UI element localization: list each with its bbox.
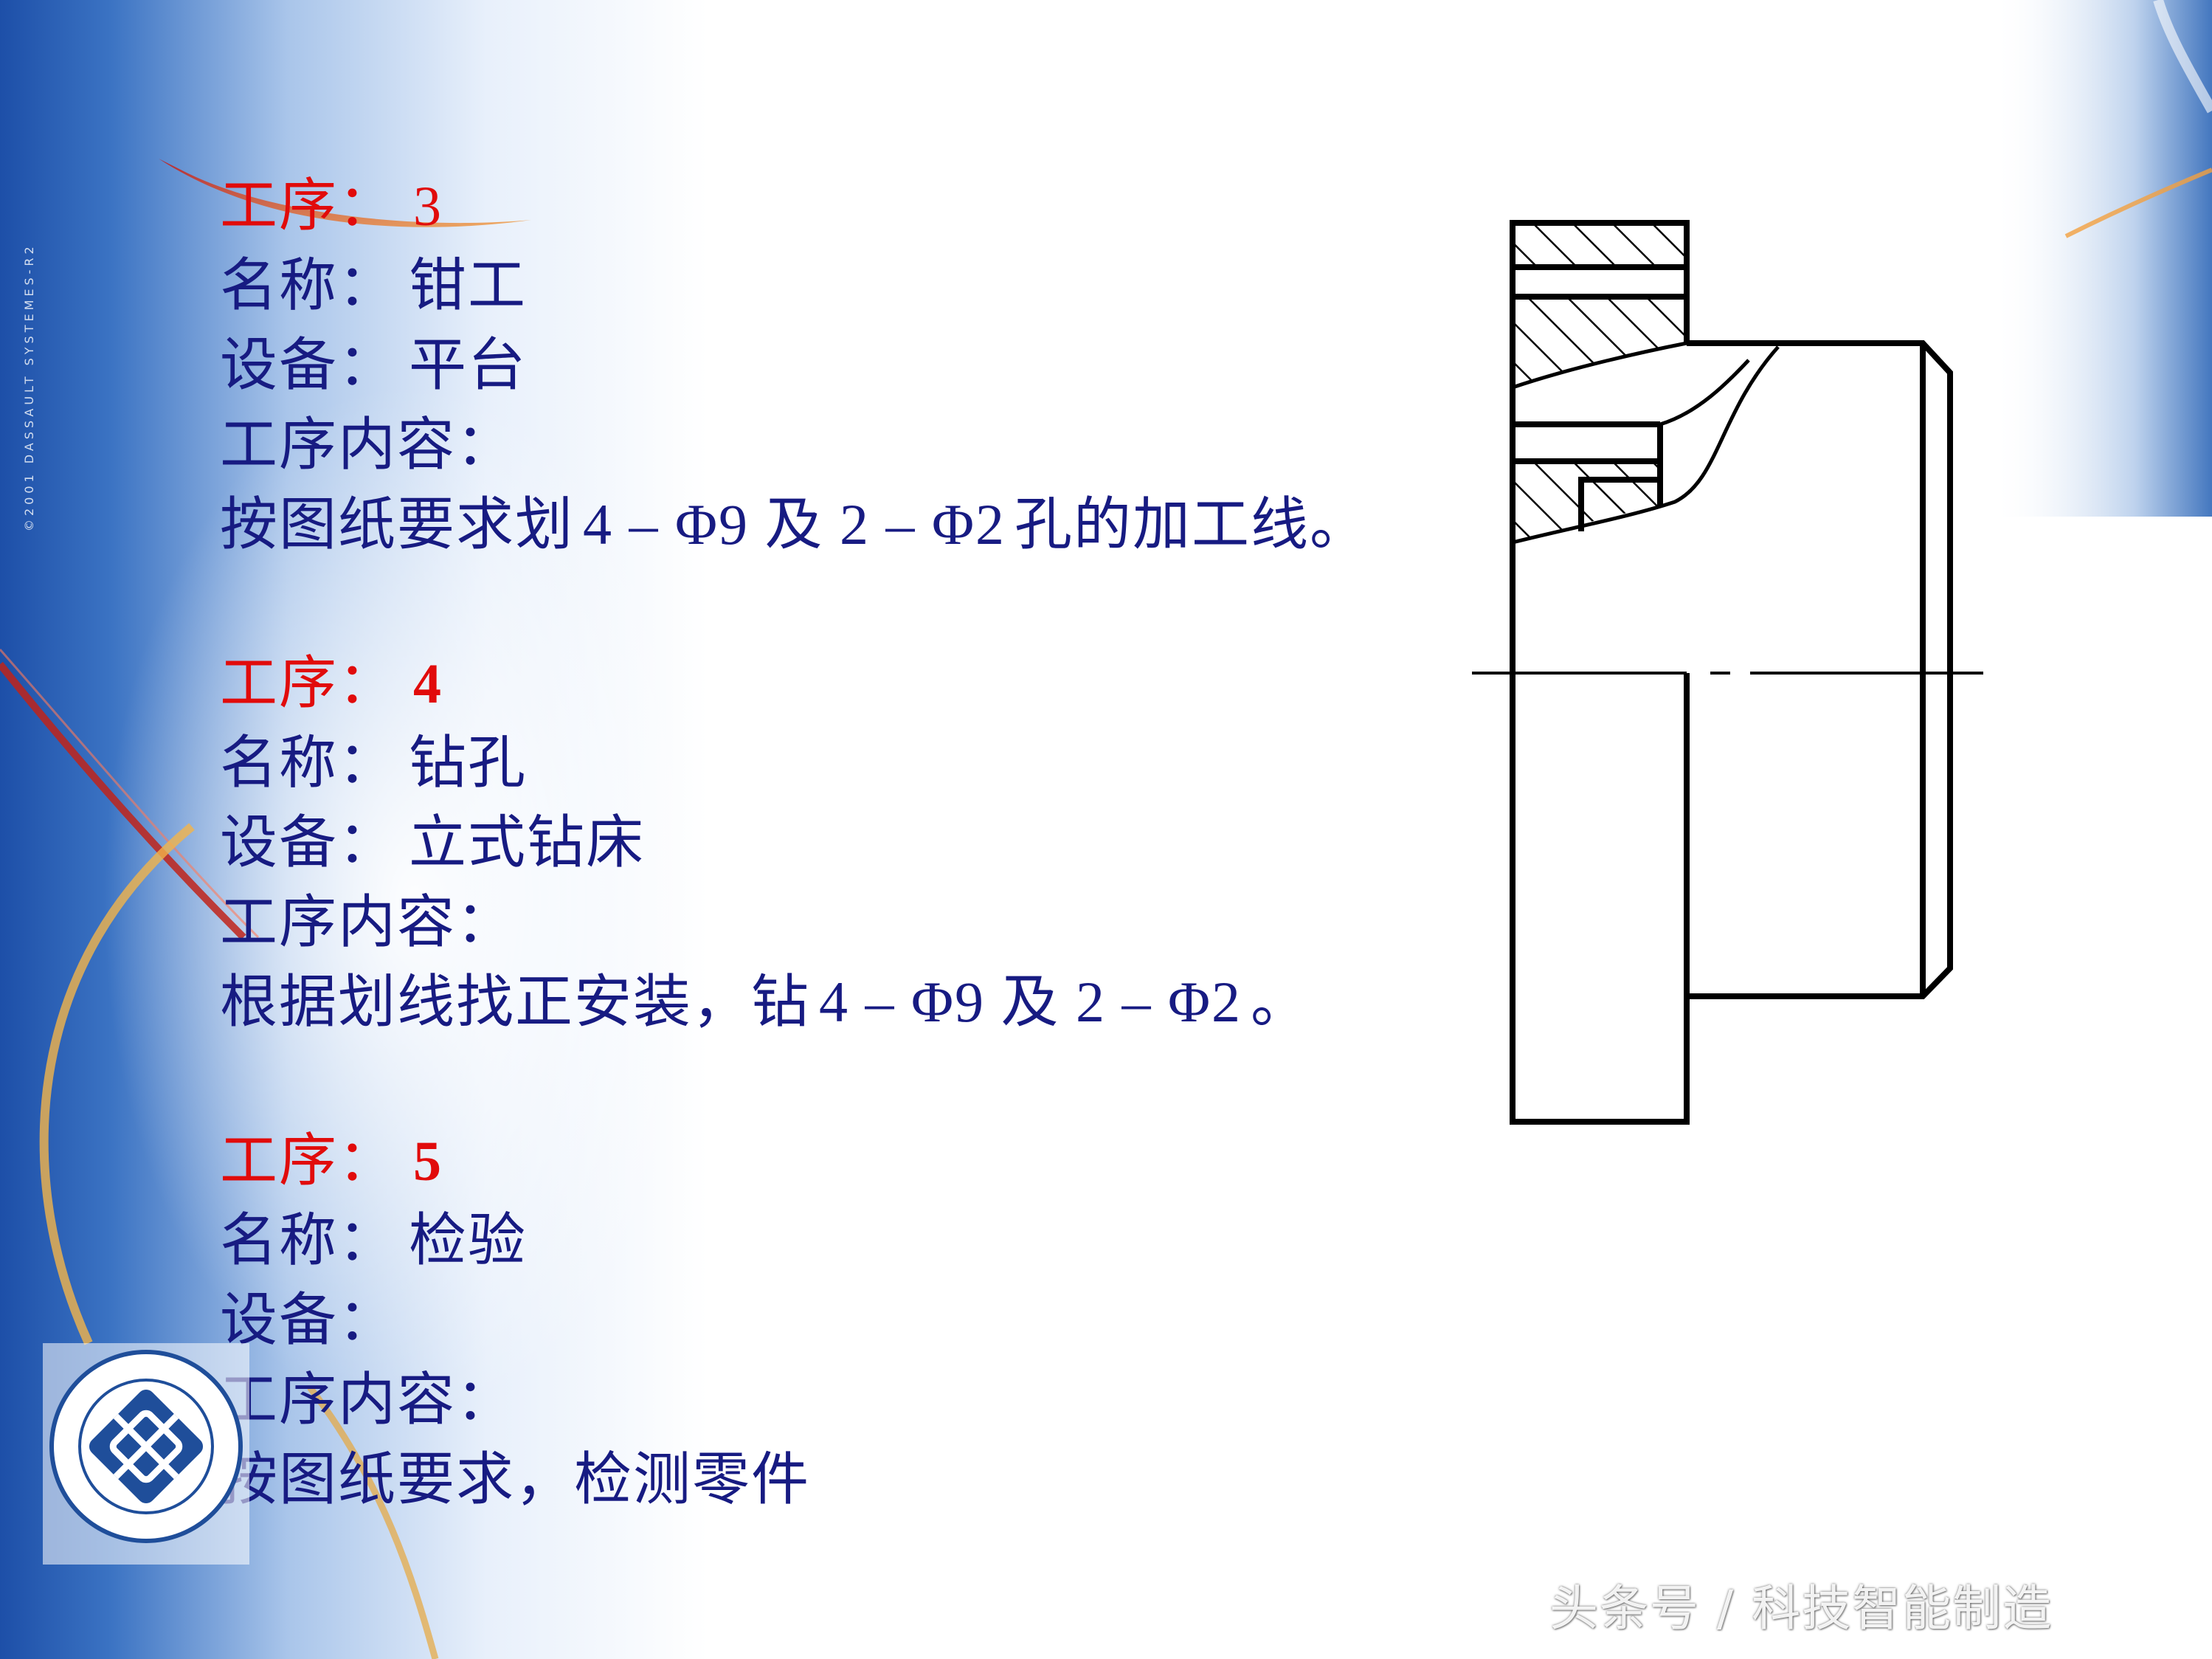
name-row: 名称：钻孔 <box>220 723 1430 803</box>
name-value: 检验 <box>409 1207 528 1274</box>
content-label: 工序内容： <box>220 889 516 956</box>
name-row: 名称：检验 <box>220 1201 1430 1280</box>
name-label: 名称： <box>220 730 398 796</box>
equipment-label: 设备： <box>220 1287 398 1353</box>
content-row: 按图纸要求，检测零件 <box>220 1440 1430 1520</box>
equipment-row: 设备：立式钻床 <box>220 803 1430 883</box>
part-section-drawing <box>1472 220 1983 1125</box>
content-text: 根据划线找正安装，钻 <box>220 969 811 1035</box>
name-label: 名称： <box>220 1207 398 1274</box>
content-text: 按图纸要求，检测零件 <box>220 1446 811 1513</box>
copyright-side-text: ©2001 DASSAULT SYSTEMES-R2 <box>22 243 36 531</box>
process-number: 5 <box>413 1131 443 1193</box>
equipment-value: 平台 <box>409 332 528 399</box>
process-label: 工序： <box>220 1128 398 1194</box>
process-heading: 工序：3 <box>220 166 1430 246</box>
content-tail: 孔的加工线。 <box>1015 492 1369 558</box>
content-text: 按图纸要求划 <box>220 492 575 558</box>
name-value: 钳工 <box>409 252 528 319</box>
process-number: 4 <box>413 653 443 715</box>
equipment-value: 立式钻床 <box>409 810 646 876</box>
content-formula: 4 – Φ9 及 2 – Φ2 <box>583 492 1006 556</box>
watermark-text: 头条号 / 科技智能制造 <box>1549 1580 2053 1637</box>
name-value: 钻孔 <box>409 730 528 796</box>
process-step-5: 工序：5 名称：检验 设备： 工序内容： 按图纸要求，检测零件 <box>220 1121 1430 1520</box>
name-label: 名称： <box>220 252 398 319</box>
equipment-label: 设备： <box>220 332 398 399</box>
name-row: 名称：钳工 <box>220 246 1430 325</box>
content-formula: 4 – Φ9 及 2 – Φ2 <box>819 970 1242 1034</box>
university-logo <box>43 1343 249 1565</box>
equipment-label: 设备： <box>220 810 398 876</box>
process-heading: 工序：4 <box>220 644 1430 723</box>
equipment-row: 设备： <box>220 1280 1430 1360</box>
process-number: 3 <box>413 176 443 238</box>
process-heading: 工序：5 <box>220 1121 1430 1201</box>
content-tail: 。 <box>1251 969 1310 1035</box>
content-label: 工序内容： <box>220 1367 516 1433</box>
process-label: 工序： <box>220 650 398 717</box>
process-label: 工序： <box>220 173 398 239</box>
content-label: 工序内容： <box>220 412 516 478</box>
equipment-row: 设备：平台 <box>220 325 1430 405</box>
